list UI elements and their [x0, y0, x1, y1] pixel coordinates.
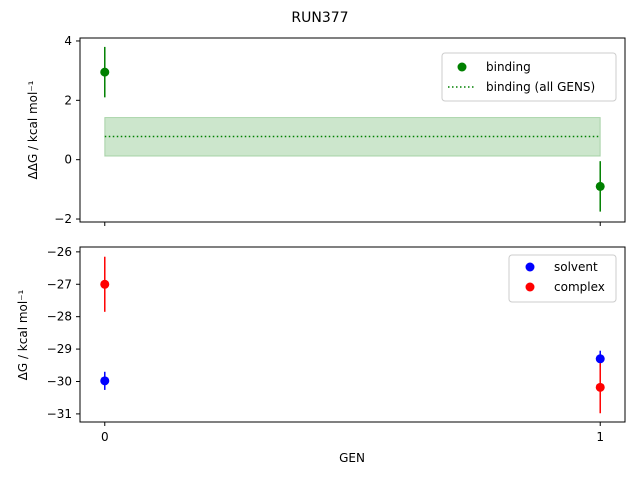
- y-tick-label: −27: [47, 277, 72, 291]
- x-axis-label: GEN: [339, 451, 365, 465]
- binding-panel: −2 0 2 4 ΔΔG / kcal mol⁻¹ binding binding (…: [26, 34, 626, 226]
- x-tick-label: 1: [596, 430, 604, 444]
- y-tick-label: −29: [47, 342, 72, 356]
- complex-point: [595, 382, 605, 392]
- solvent-point: [595, 354, 605, 364]
- binding-plot-frame: [79, 37, 626, 223]
- figure-title: RUN377: [291, 10, 348, 26]
- y-tick-label: −28: [47, 310, 72, 324]
- binding-point: [595, 181, 605, 191]
- x-tick-label: 0: [101, 430, 109, 444]
- legend-binding-marker: [457, 62, 467, 72]
- binding-legend-frame: [441, 52, 617, 102]
- legend-complex-label: complex: [554, 280, 605, 294]
- free-energy-y-axis-label: ΔG / kcal mol⁻¹: [16, 289, 30, 380]
- y-tick-label: −2: [54, 212, 72, 226]
- y-tick-label: −31: [47, 407, 72, 421]
- solvent-point: [100, 376, 110, 386]
- binding-point: [100, 67, 110, 77]
- legend-solvent-label: solvent: [554, 260, 598, 274]
- y-tick-label: 2: [64, 93, 72, 107]
- binding-legend: binding binding (all GENS): [441, 52, 617, 102]
- free-energy-yticks: −31 −30 −29 −28 −27 −26: [47, 245, 80, 421]
- y-tick-label: −26: [47, 245, 72, 259]
- free-energy-legend-frame: [508, 254, 617, 303]
- legend-binding-label: binding: [486, 60, 531, 74]
- legend-complex-marker: [525, 282, 535, 292]
- legend-solvent-marker: [525, 262, 535, 272]
- y-tick-label: −30: [47, 374, 72, 388]
- binding-xticks: [104, 222, 601, 226]
- free-energy-plot-layer: [100, 256, 605, 414]
- binding-yticks: −2 0 2 4: [54, 34, 80, 226]
- legend-average-label: binding (all GENS): [486, 80, 595, 94]
- free-energy-legend: solvent complex: [508, 254, 617, 303]
- binding-y-axis-label: ΔΔG / kcal mol⁻¹: [26, 80, 40, 179]
- free-energy-plot-frame: [79, 246, 626, 423]
- binding-plot-layer: [100, 46, 605, 212]
- y-tick-label: 0: [64, 153, 72, 167]
- y-tick-label: 4: [64, 34, 72, 48]
- complex-point: [100, 279, 110, 289]
